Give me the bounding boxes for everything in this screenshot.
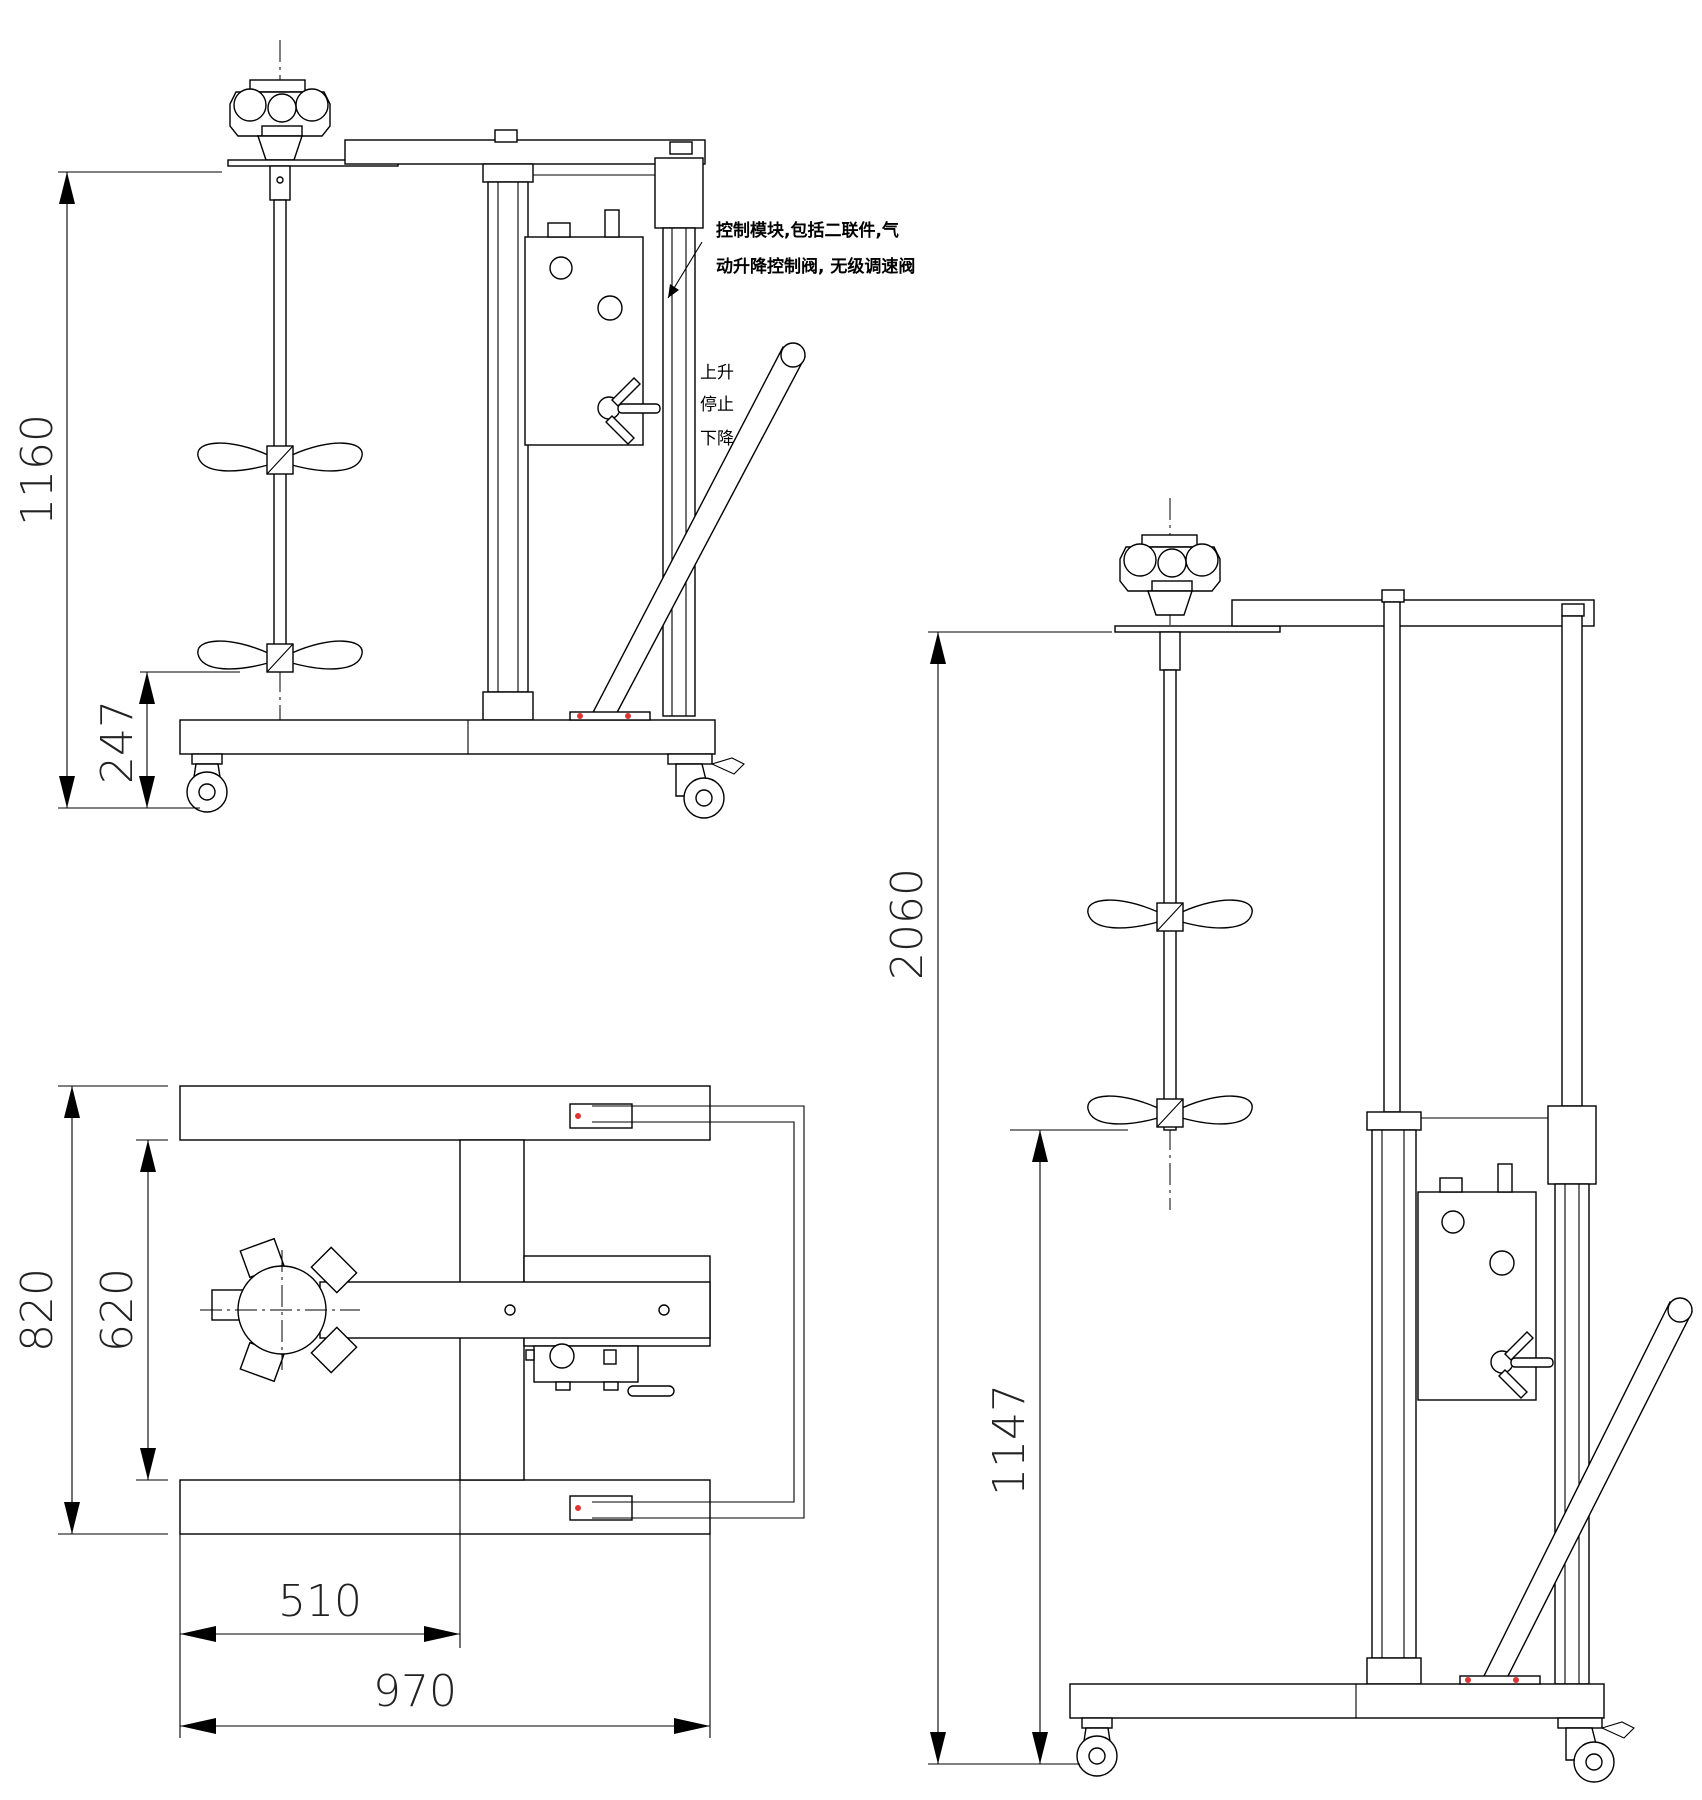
side-view-lowered (179, 40, 806, 819)
motor-head-raised (1114, 534, 1281, 671)
note-control-module-1: 控制模块,包括二联件,气 (716, 220, 899, 241)
impeller-upper-left (197, 442, 363, 475)
dimensions-left-view (58, 171, 240, 809)
impeller-lower-right (1087, 1095, 1253, 1128)
dim-left-blade: 247 (92, 700, 143, 784)
dim-left-height: 1160 (12, 414, 63, 526)
dimensions-right-view (928, 631, 1128, 1765)
caster-right-rear (1557, 1717, 1635, 1783)
dim-plan-width: 970 (373, 1666, 457, 1717)
note-control-module-2: 动升降控制阀, 无级调速阀 (716, 256, 915, 277)
dim-right-blade: 1147 (984, 1384, 1035, 1496)
control-box-left (524, 209, 661, 446)
label-down: 下降 (700, 429, 734, 449)
label-up: 上升 (700, 363, 734, 383)
dimensions-plan-view (58, 1085, 711, 1738)
dim-plan-depth: 820 (12, 1268, 63, 1352)
dim-plan-half: 510 (278, 1576, 362, 1627)
dim-right-height: 2060 (882, 868, 933, 980)
plan-motor-head (200, 1237, 360, 1383)
impeller-upper-right (1087, 899, 1253, 932)
caster-left-rear (667, 753, 745, 819)
caster-right-front (1076, 1717, 1118, 1777)
plan-view (179, 1085, 805, 1535)
caster-left-front (186, 753, 228, 813)
side-view-raised (1069, 498, 1693, 1783)
motor-head-upper (227, 79, 399, 201)
control-box-right (1417, 1163, 1554, 1401)
dim-plan-inner: 620 (92, 1268, 143, 1352)
label-stop: 停止 (700, 395, 734, 415)
impeller-lower-left (197, 640, 363, 673)
